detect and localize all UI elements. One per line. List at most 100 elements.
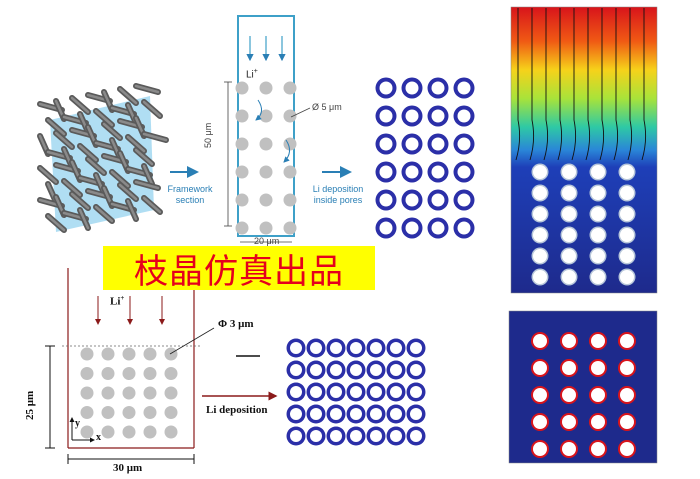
density-pillar — [591, 415, 605, 429]
density-pillar — [562, 442, 576, 456]
model-deposit-pillar — [330, 386, 342, 398]
bottom-deposition-label: Li deposition — [206, 404, 268, 416]
field-pillar — [533, 207, 547, 221]
model-deposit-pillar — [350, 430, 362, 442]
field-pillar — [562, 165, 576, 179]
watermark-banner: 枝晶仿真出品 — [103, 246, 375, 292]
framework-pillar — [235, 109, 249, 123]
framework-rod-highlight — [78, 144, 98, 162]
field-line — [613, 8, 619, 161]
model-pillar — [122, 406, 136, 419]
field-line — [627, 8, 633, 161]
model-deposit-pillar — [410, 386, 422, 398]
density-pillar — [533, 388, 547, 402]
model-deposit-pillar — [310, 342, 322, 354]
density-pillar — [591, 334, 605, 348]
deposit-pillar — [431, 193, 445, 207]
field-line — [585, 8, 591, 161]
model-pillar — [122, 347, 136, 361]
field-pillar — [533, 165, 547, 179]
framework-rod-highlight — [102, 122, 122, 140]
potential-field-simulation — [510, 6, 658, 294]
model-deposit-pillar — [350, 342, 362, 354]
model-deposit-pillar — [350, 364, 362, 376]
model-pillar — [80, 367, 94, 380]
model-pillar — [101, 406, 115, 419]
field-pillar — [562, 228, 576, 242]
density-pillar — [533, 361, 547, 375]
field-line — [515, 8, 521, 161]
model-deposit-pillar — [330, 364, 342, 376]
framework-rod-highlight — [110, 170, 130, 188]
deposit-pillar — [405, 137, 419, 151]
framework-rod-highlight — [126, 199, 138, 221]
model-deposit-pillar — [410, 364, 422, 376]
field-pillar — [562, 186, 576, 200]
framework-rod-highlight — [46, 214, 66, 232]
model-deposit-pillar — [330, 342, 342, 354]
deposit-pillar — [405, 165, 419, 179]
framework-rod-highlight — [94, 109, 114, 127]
framework-rod-highlight — [94, 205, 114, 223]
model-pillar — [80, 406, 94, 419]
model-deposit-pillar — [390, 342, 402, 354]
framework-rod-highlight — [142, 196, 162, 214]
field-pillar — [591, 270, 605, 284]
model-pillar — [143, 367, 157, 380]
bottom-pore-label: Φ 3 μm — [218, 318, 254, 330]
field-pillar — [591, 165, 605, 179]
density-pillar — [562, 388, 576, 402]
field-pillar — [620, 165, 634, 179]
field-line — [543, 8, 549, 161]
model-deposit-pillar — [290, 342, 302, 354]
framework-pillar — [283, 137, 297, 151]
framework-pillar — [283, 193, 297, 207]
deposit-pillar — [457, 165, 471, 179]
model-deposit-pillar — [330, 408, 342, 420]
bottom-deposition-result — [286, 338, 426, 446]
framework-pillar — [235, 221, 249, 235]
model-deposit-pillar — [370, 430, 382, 442]
deposit-pillar — [431, 137, 445, 151]
deposit-pillar — [457, 137, 471, 151]
model-pillar — [101, 367, 115, 380]
deposit-pillar — [405, 221, 419, 235]
framework-rod-highlight — [70, 96, 90, 114]
framework-pillar — [283, 165, 297, 179]
density-pillar — [533, 334, 547, 348]
field-pillar — [562, 207, 576, 221]
model-deposit-pillar — [350, 386, 362, 398]
framework-rod-highlight — [62, 179, 82, 197]
bottom-width-label: 30 μm — [113, 462, 143, 474]
framework-section-label: Framework section — [160, 184, 220, 206]
model-pillar — [122, 425, 136, 439]
density-pillar — [591, 361, 605, 375]
framework-label-line2: section — [175, 195, 205, 205]
deposit-pillar — [457, 221, 471, 235]
model-pillar — [101, 425, 115, 439]
axis-x-label: x — [96, 432, 101, 443]
framework-pillar — [235, 81, 249, 95]
model-pillar — [122, 386, 136, 400]
deposition-label-line2: inside pores — [313, 195, 363, 205]
framework-pillar — [259, 81, 273, 95]
model-pillar — [101, 347, 115, 361]
deposit-pillar — [457, 193, 471, 207]
framework-rod-highlight — [46, 118, 66, 136]
model-deposit-pillar — [290, 408, 302, 420]
deposition-inside-pores-label: Li deposition inside pores — [300, 184, 376, 206]
deposit-pillar — [405, 109, 419, 123]
framework-pillar — [283, 109, 297, 123]
deposit-pillar — [405, 193, 419, 207]
model-pillar — [80, 386, 94, 400]
framework-rod-highlight — [134, 148, 154, 166]
framework-pillar — [235, 165, 249, 179]
framework-rod-highlight — [54, 131, 74, 149]
model-deposit-pillar — [310, 386, 322, 398]
framework-pillar — [283, 81, 297, 95]
field-pillar — [533, 270, 547, 284]
framework-rod-highlight — [126, 135, 146, 153]
top-deposition-result — [375, 77, 475, 239]
framework-rod-highlight — [134, 84, 160, 94]
